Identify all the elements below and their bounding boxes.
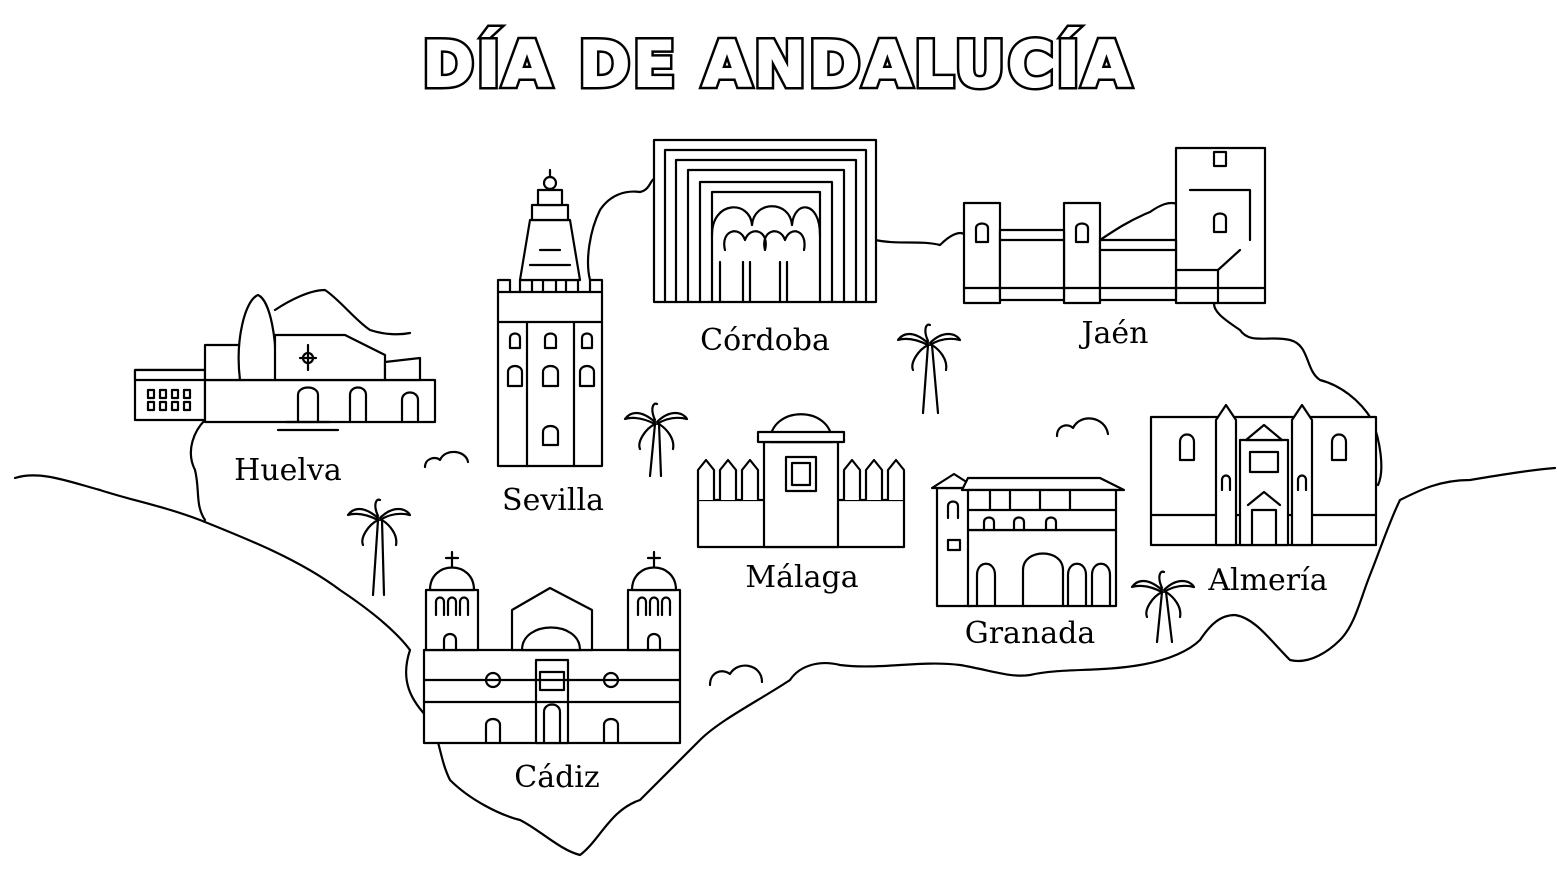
palm-tree-icon: [623, 402, 689, 478]
title-text: DÍA DE ANDALUCÍA: [422, 28, 1133, 101]
province-label-malaga: Málaga: [745, 560, 858, 595]
province-label-sevilla: Sevilla: [502, 483, 604, 518]
palm-tree-icon: [896, 323, 962, 415]
andalucia-border-outline: [13, 466, 1557, 857]
palm-tree-icon: [1130, 570, 1196, 644]
cathedral-facade-icon: [1149, 403, 1378, 547]
church-icon: [133, 293, 437, 432]
mezquita-arches-icon: [652, 138, 878, 304]
border-sevilla-top: [586, 176, 657, 282]
cloud-icon: [708, 664, 764, 687]
cloud-icon: [423, 450, 470, 469]
palm-tree-icon: [346, 498, 412, 597]
alhambra-palace-icon: [930, 472, 1126, 608]
border-jaen-top: [1098, 201, 1182, 242]
title-inner-outline: DÍA DE ANDALUCÍA: [422, 28, 1133, 101]
province-label-jaen: Jaén: [1079, 316, 1149, 351]
castle-wall-icon: [962, 146, 1267, 305]
cloud-icon: [1055, 417, 1110, 438]
province-label-cadiz: Cádiz: [514, 760, 599, 795]
province-label-huelva: Huelva: [234, 453, 342, 488]
cathedral-icon: [422, 550, 682, 745]
page-title: DÍA DE ANDALUCÍA DÍA DE ANDALUCÍA: [419, 25, 1134, 105]
alcazaba-icon: [696, 413, 906, 549]
province-label-almeria: Almería: [1207, 563, 1327, 598]
province-label-cordoba: Córdoba: [700, 323, 830, 358]
giralda-tower-icon: [496, 168, 604, 468]
border-huelva-west: [189, 418, 207, 522]
border-huelva-mountain: [273, 288, 412, 336]
border-north-central: [873, 231, 967, 247]
province-label-granada: Granada: [965, 616, 1096, 651]
